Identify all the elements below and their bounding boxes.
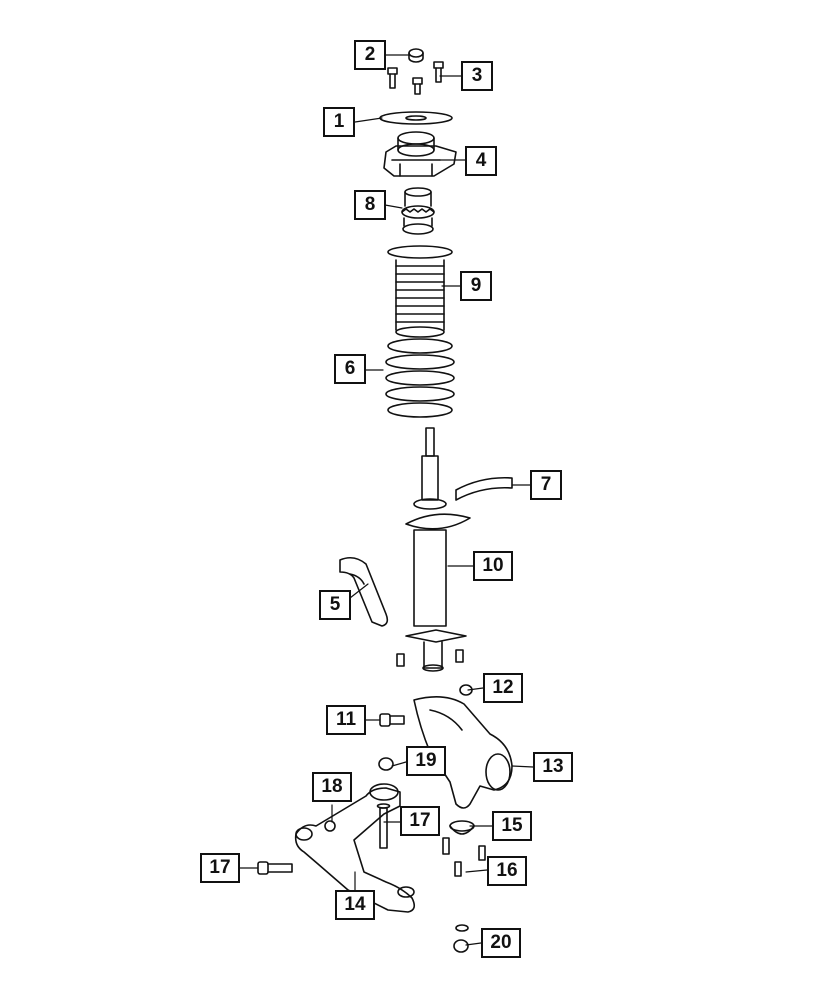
ball-joint-bolts-part xyxy=(442,837,486,877)
callout-16: 16 xyxy=(487,856,527,886)
arm-bolt-vertical-part xyxy=(376,803,391,849)
callout-20: 20 xyxy=(481,928,521,958)
strut-assembly-part xyxy=(396,427,471,672)
callout-18: 18 xyxy=(312,772,352,802)
callout-13: 13 xyxy=(533,752,573,782)
callout-11: 11 xyxy=(326,705,366,735)
lower-control-arm-part xyxy=(294,783,416,913)
callout-5: 5 xyxy=(319,590,351,620)
knuckle-nut-part xyxy=(459,684,473,696)
callout-1: 1 xyxy=(323,107,355,137)
arm-bolt-horizontal-part xyxy=(257,861,293,875)
mount-plate-part xyxy=(379,111,453,125)
callout-6: 6 xyxy=(334,354,366,384)
bracket-part xyxy=(339,556,389,627)
callout-10: 10 xyxy=(473,551,513,581)
callout-3: 3 xyxy=(461,61,493,91)
strut-mount-part xyxy=(383,131,457,177)
callout-14: 14 xyxy=(335,890,375,920)
arm-nut-part xyxy=(324,820,336,832)
hub-nut-part xyxy=(453,924,469,953)
coil-spring-part xyxy=(385,338,455,418)
bump-stop-part xyxy=(401,187,435,235)
knuckle-bolt-part xyxy=(379,713,405,727)
spring-isolator-part xyxy=(455,476,513,501)
callout-15: 15 xyxy=(492,811,532,841)
upper-nut-part xyxy=(408,48,424,63)
callout-8: 8 xyxy=(354,190,386,220)
callout-2: 2 xyxy=(354,40,386,70)
bushing-nut-part xyxy=(378,757,394,771)
callout-4: 4 xyxy=(465,146,497,176)
callout-9: 9 xyxy=(460,271,492,301)
callout-7: 7 xyxy=(530,470,562,500)
dust-boot-part xyxy=(387,245,453,338)
callout-17-upper: 17 xyxy=(400,806,440,836)
callout-12: 12 xyxy=(483,673,523,703)
ball-joint-part xyxy=(449,820,475,835)
callout-19: 19 xyxy=(406,746,446,776)
callout-17-lower: 17 xyxy=(200,853,240,883)
leader-lines xyxy=(239,54,534,946)
mount-bolts-part xyxy=(387,61,444,95)
